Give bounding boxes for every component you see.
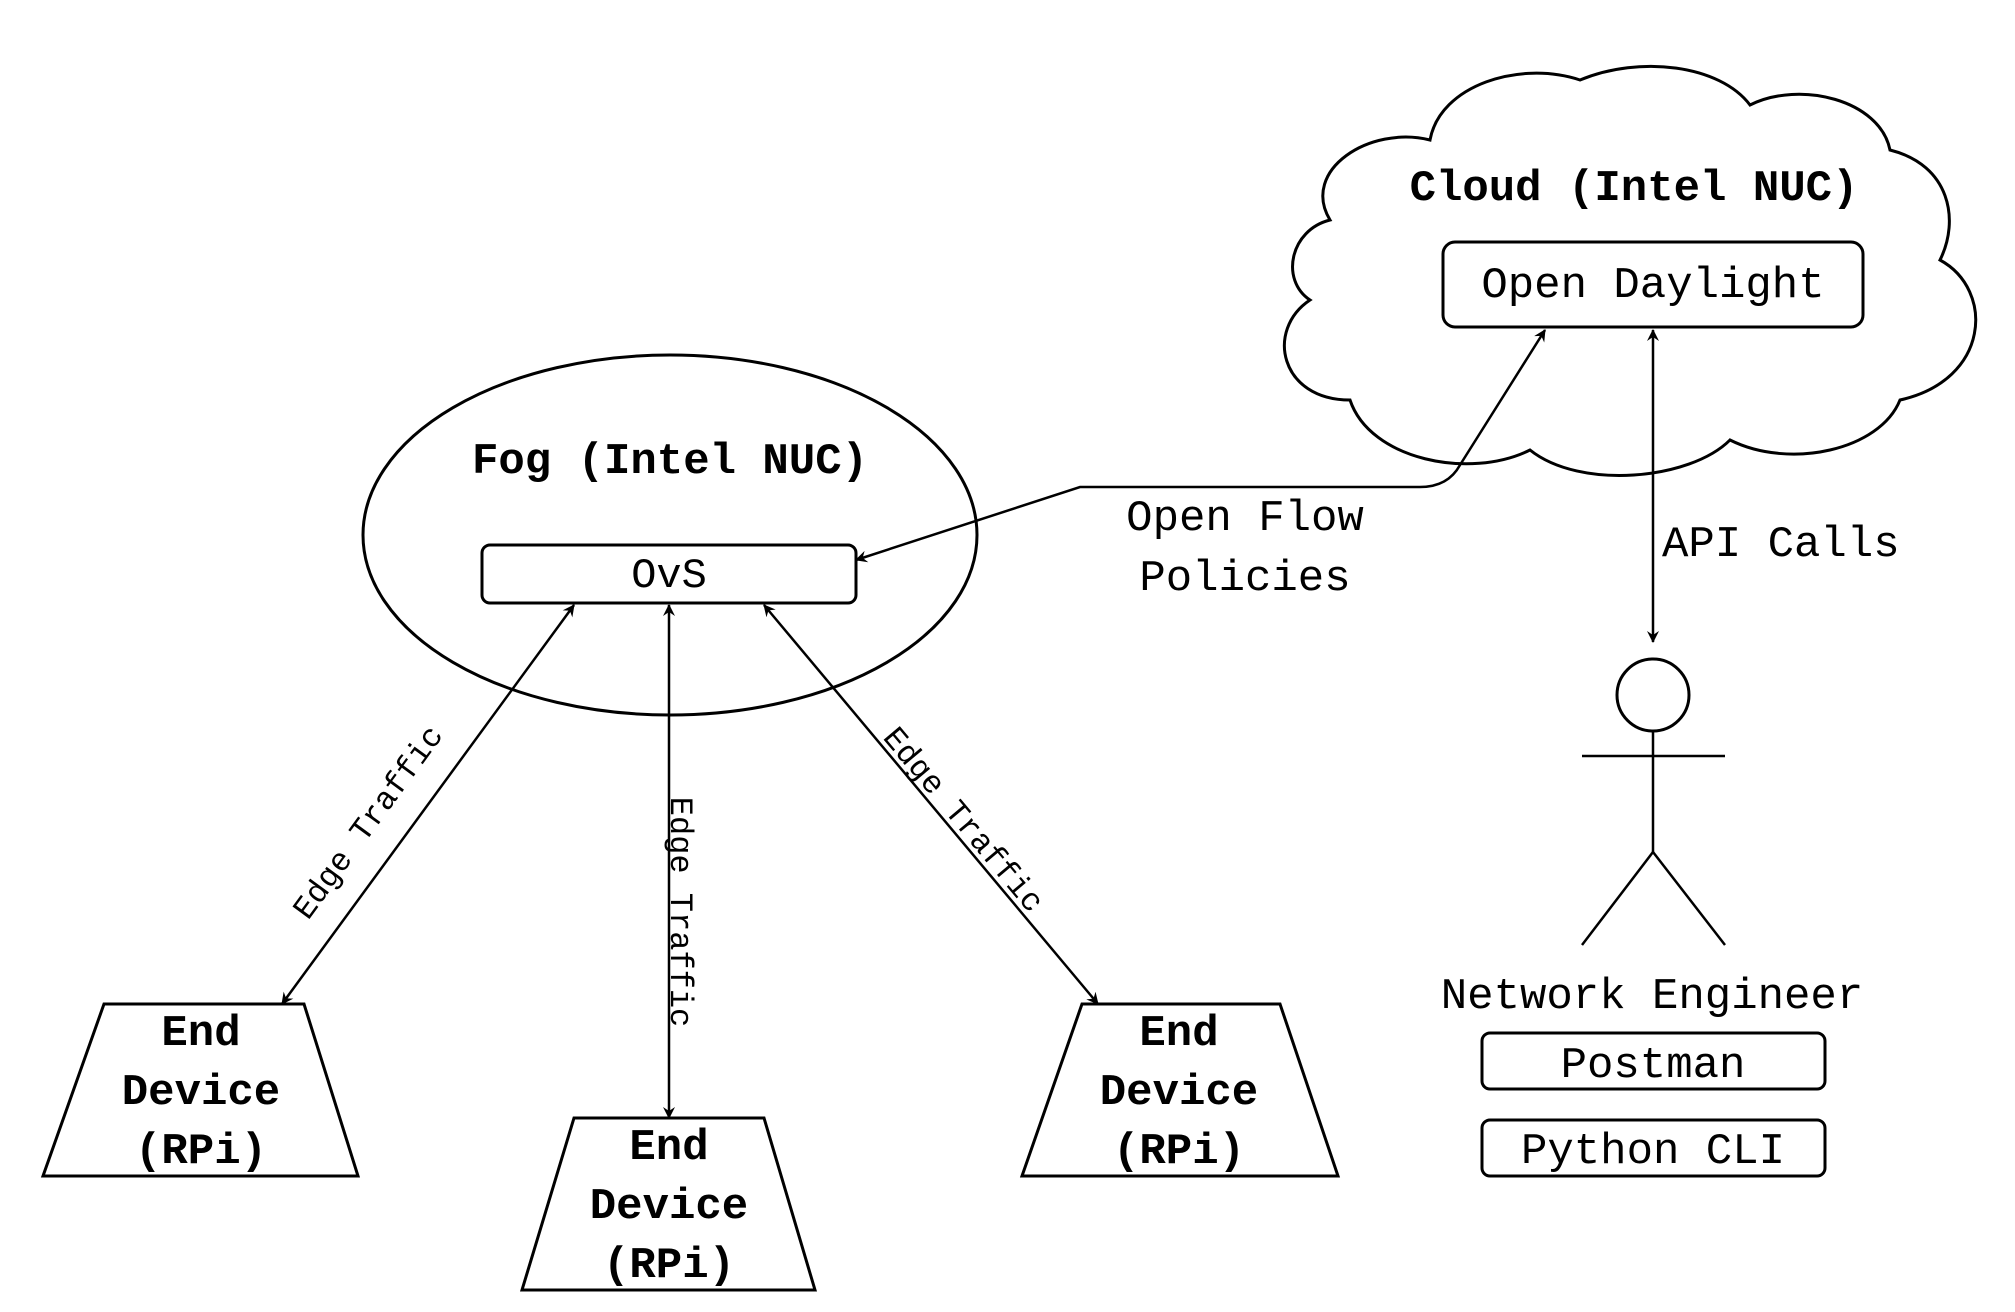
ovs-label: OvS bbox=[631, 552, 707, 600]
svg-text:Device: Device bbox=[590, 1182, 748, 1232]
controller-box bbox=[1441, 240, 1865, 329]
openflow-label-line1: Open Flow bbox=[1126, 494, 1364, 544]
fog-title: Fog (Intel NUC) bbox=[472, 437, 868, 487]
ovs-box bbox=[480, 543, 858, 605]
engineer-label: Network Engineer bbox=[1441, 972, 1863, 1022]
api-calls-label: API Calls bbox=[1662, 520, 1900, 570]
svg-text:Device: Device bbox=[122, 1068, 280, 1118]
edge-link-left bbox=[280, 604, 576, 1005]
actor-icon bbox=[1581, 657, 1726, 946]
end-device-middle: End Device (RPi) bbox=[519, 1116, 818, 1292]
end-device-right: End Device (RPi) bbox=[1019, 1002, 1341, 1178]
svg-text:(RPi): (RPi) bbox=[135, 1127, 267, 1177]
end-device-left: End Device (RPi) bbox=[40, 1002, 361, 1178]
svg-text:Device: Device bbox=[1100, 1068, 1258, 1118]
svg-text:End: End bbox=[1139, 1009, 1218, 1059]
svg-text:(RPi): (RPi) bbox=[1113, 1127, 1245, 1177]
python-cli-label: Python CLI bbox=[1521, 1127, 1785, 1177]
cloud-node: Cloud (Intel NUC) Open Daylight bbox=[1283, 64, 1978, 477]
svg-text:End: End bbox=[161, 1009, 240, 1059]
edge-label-right: Edge Traffic bbox=[874, 720, 1050, 920]
cloud-title: Cloud (Intel NUC) bbox=[1410, 164, 1859, 214]
python-cli-box bbox=[1480, 1118, 1827, 1178]
edge-label-middle: Edge Traffic bbox=[661, 797, 698, 1027]
edge-link-right bbox=[763, 604, 1099, 1005]
openflow-link bbox=[855, 329, 1547, 563]
svg-text:End: End bbox=[629, 1123, 708, 1173]
svg-text:(RPi): (RPi) bbox=[603, 1241, 735, 1291]
edge-label-left: Edge Traffic bbox=[286, 719, 452, 927]
openflow-label-line2: Policies bbox=[1139, 554, 1350, 604]
postman-label: Postman bbox=[1561, 1041, 1746, 1091]
postman-box bbox=[1480, 1031, 1827, 1091]
controller-label: Open Daylight bbox=[1481, 261, 1824, 311]
